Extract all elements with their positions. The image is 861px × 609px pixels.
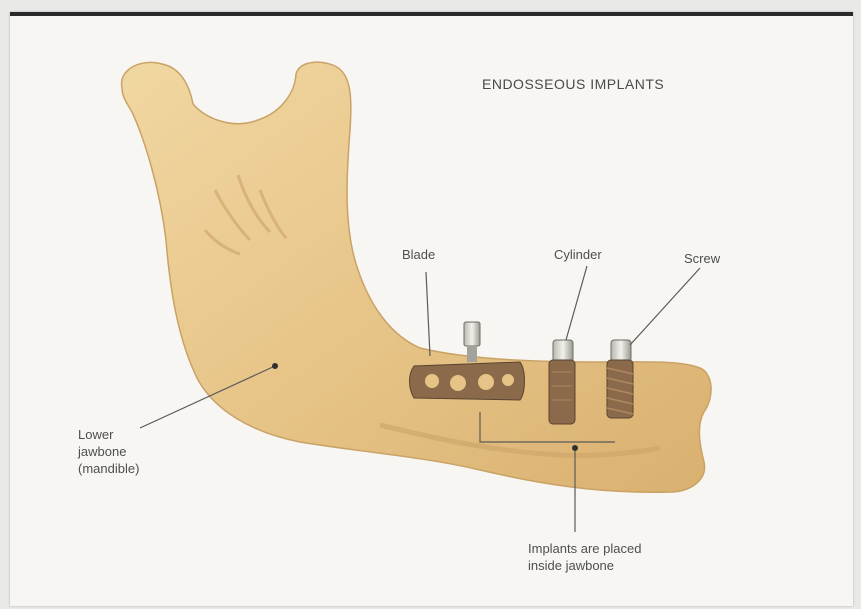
label-placed-line2: inside jawbone [528,557,641,574]
leader-blade [426,272,430,356]
mandible-bone [122,62,712,492]
cylinder-implant [549,340,575,424]
screw-implant [607,340,633,418]
label-jawbone-line2: jawbone [78,443,139,460]
diagram-title: ENDOSSEOUS IMPLANTS [482,76,664,92]
label-lower-jawbone: Lower jawbone (mandible) [78,426,139,477]
label-implants-placed: Implants are placed inside jawbone [528,540,641,574]
label-blade: Blade [402,246,435,263]
label-jawbone-line3: (mandible) [78,460,139,477]
label-placed-line1: Implants are placed [528,540,641,557]
label-screw: Screw [684,250,720,267]
label-cylinder: Cylinder [554,246,602,263]
leader-cylinder [566,266,587,340]
pointer-dot-jawbone [272,363,278,369]
pointer-dot-canal [572,445,578,451]
label-jawbone-line1: Lower [78,426,139,443]
leader-screw [630,268,700,345]
